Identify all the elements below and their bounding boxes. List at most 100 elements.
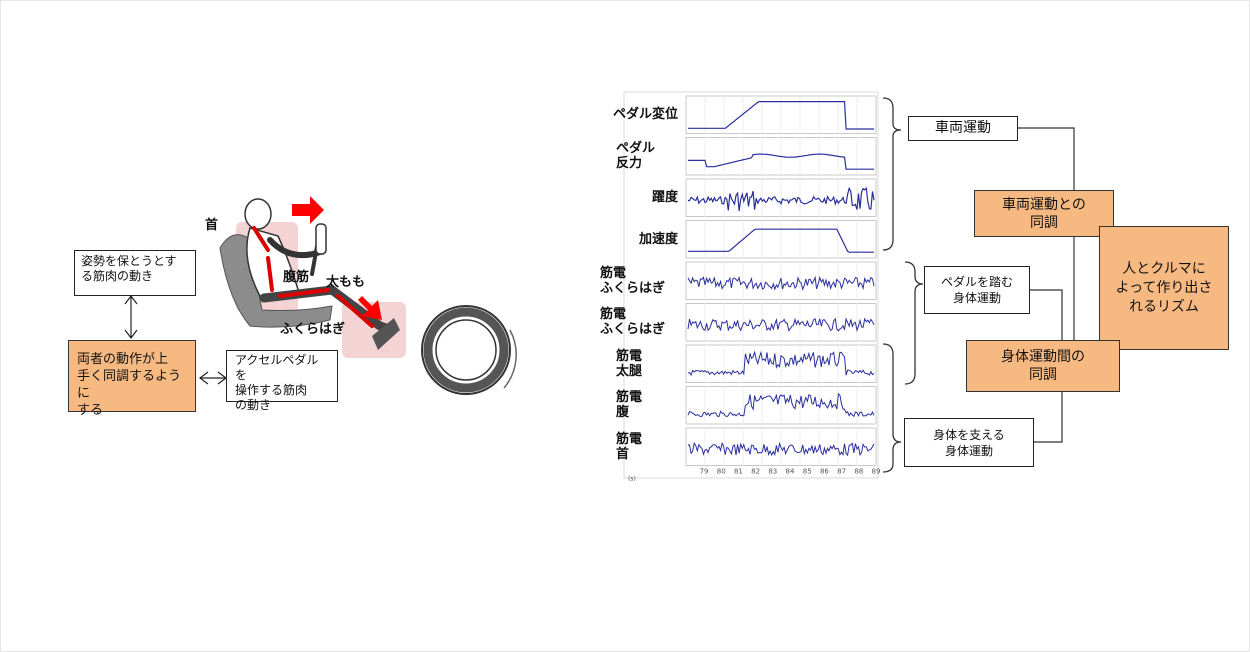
pedal-body-text-2: 身体運動: [952, 291, 1001, 305]
signal-trace: [687, 186, 875, 212]
sync-text-3: する: [77, 403, 104, 418]
posture-text-1: 姿勢を保とうとす: [81, 254, 177, 268]
signal-trace: [688, 153, 874, 170]
body-sync-text-2: 同調: [1029, 367, 1057, 383]
calf-muscle: [336, 294, 374, 328]
signal-trace: [687, 441, 875, 457]
signal-row: [685, 137, 877, 176]
accel-text-1: アクセルペダルを: [235, 353, 319, 382]
signal-row: [685, 386, 877, 425]
signal-row-label: 筋電腹: [600, 390, 694, 420]
signal-row-label-line: 筋電: [600, 307, 627, 323]
vehicle-sync-box: 車両運動との 同調: [974, 190, 1114, 237]
signal-trace: [688, 350, 875, 376]
signal-row-label-line: 筋電: [600, 265, 627, 281]
pedal-body-box: ペダルを踏む 身体運動: [924, 266, 1030, 314]
signal-row-label-line: ふくらはぎ: [600, 322, 666, 338]
tire: [421, 305, 511, 395]
neck-muscle: [252, 226, 270, 252]
signal-row-label: 筋電ふくらはぎ: [600, 307, 678, 337]
label-abdomen: 腹筋: [283, 270, 310, 285]
support-body-box: 身体を支える 身体運動: [904, 418, 1034, 467]
label-thigh: 太もも: [326, 275, 366, 290]
sync-goal-box: 両者の動作が上 手く同調するように する: [68, 340, 196, 418]
pedal: [372, 318, 400, 350]
body-sync-text-1: 身体運動間の: [1001, 349, 1085, 365]
signal-row-label-line: 太腿: [616, 363, 643, 379]
x-tick-label: 89: [872, 468, 881, 476]
signal-row-label: 筋電首: [600, 432, 694, 462]
support-body-text-1: 身体を支える: [933, 427, 1005, 442]
accel-text-2: 操作する筋肉: [235, 383, 308, 397]
signal-row-label: 筋電ふくらはぎ: [600, 266, 678, 296]
accel-muscle-box: アクセルペダルを 操作する筋肉 の動き: [226, 350, 338, 412]
steering-wheel: [315, 223, 327, 255]
x-tick-label: 85: [803, 468, 812, 476]
signal-row-label-line: 首: [616, 446, 630, 462]
signal-row: [685, 178, 877, 217]
pedal-body-text-1: ペダルを踏む: [940, 275, 1013, 289]
x-tick-label: 86: [820, 468, 829, 476]
sync-text-1: 両者の動作が上: [77, 352, 169, 367]
driver-illustration: [124, 196, 517, 395]
driver-head: [244, 198, 272, 230]
vehicle-sync-text-2: 同調: [1030, 214, 1058, 231]
support-body-text-2: 身体運動: [944, 443, 993, 458]
press-arrow-icon: [358, 296, 382, 320]
x-tick-label: 80: [717, 468, 726, 476]
x-tick-label: 88: [854, 468, 863, 476]
signal-row-label-line: 加速度: [638, 231, 678, 247]
x-tick-label: 83: [768, 468, 777, 476]
brace-pedal: [904, 261, 924, 385]
posture-muscle-box: 姿勢を保とうとす る筋肉の動き: [74, 250, 196, 296]
rhythm-text-3: れるリズム: [1129, 298, 1199, 315]
signal-row-label-line: 腹: [616, 405, 630, 421]
x-tick-label: 81: [734, 468, 743, 476]
brace-vehicle: [882, 97, 902, 251]
label-calf: ふくらはぎ: [280, 322, 346, 337]
signal-row-label: ペダル反力: [600, 141, 694, 171]
rhythm-box: 人とクルマに よって作り出さ れるリズム: [1099, 226, 1229, 350]
signal-row-label: 筋電太腿: [600, 349, 694, 379]
signal-trace: [687, 317, 875, 333]
label-neck: 首: [205, 218, 219, 233]
signal-row-label-line: ペダル変位: [612, 107, 678, 123]
posture-text-2: る筋肉の動き: [81, 269, 154, 283]
x-tick-label: 84: [786, 468, 795, 476]
signal-row-label-line: ふくらはぎ: [600, 280, 666, 296]
rhythm-text-2: よって作り出さ: [1115, 279, 1213, 296]
thigh-muscle: [278, 288, 330, 298]
signal-trace: [687, 392, 875, 418]
signal-row: [685, 220, 877, 259]
rhythm-text-1: 人とクルマに: [1122, 260, 1206, 277]
brace-support: [882, 343, 902, 473]
signal-trace: [688, 100, 874, 130]
signal-row-label-line: 躍度: [651, 190, 678, 206]
vehicle-sync-text-1: 車両運動との: [1002, 196, 1086, 213]
signal-row: [685, 303, 877, 342]
signal-row: [685, 261, 877, 300]
signal-row: [685, 427, 877, 466]
signal-row-label-line: 筋電: [616, 348, 643, 364]
forward-arrow-icon: [292, 196, 324, 224]
body-sync-box: 身体運動間の 同調: [966, 340, 1120, 392]
accel-text-3: の動き: [235, 398, 272, 412]
vehicle-motion-box: 車両運動: [908, 116, 1018, 141]
signal-row: [685, 95, 877, 134]
signal-row-label: 加速度: [600, 232, 678, 247]
signal-row: [685, 344, 877, 383]
signal-row-label-line: ペダル: [616, 141, 656, 157]
signal-row-label-line: 反力: [616, 156, 643, 172]
x-tick-label: 79: [700, 468, 709, 476]
signal-row-label-line: 筋電: [616, 431, 643, 447]
signal-trace: [687, 275, 875, 291]
sync-text-2: 手く同調するように: [77, 369, 182, 401]
x-tick-label: 87: [837, 468, 846, 476]
signal-row-label-line: 筋電: [616, 390, 643, 406]
signal-row-label: ペダル変位: [600, 107, 678, 122]
x-tick-label: 82: [751, 468, 760, 476]
x-unit-label: (s): [628, 476, 636, 483]
signal-row-label: 躍度: [600, 190, 678, 205]
